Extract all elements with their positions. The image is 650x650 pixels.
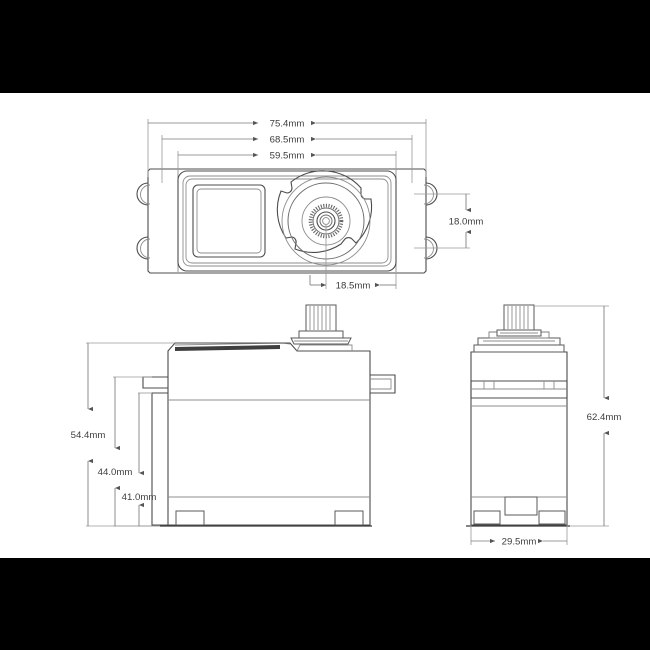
dim-62-4: 62.4mm	[534, 305, 622, 527]
dim-18-0: 18.0mm	[414, 193, 484, 249]
side-view-spline	[290, 304, 352, 345]
letterbox-bottom-bar	[0, 558, 650, 650]
dim-label-18-0: 18.0mm	[449, 217, 484, 228]
front-view-outline	[466, 331, 570, 527]
dim-label-29-5: 29.5mm	[502, 537, 537, 548]
dim-label-41-0: 41.0mm	[122, 492, 157, 503]
side-view: 54.4mm 44.0mm 41.0mm	[71, 304, 396, 527]
dim-label-59-5: 59.5mm	[270, 151, 305, 162]
drawing-sheet: 75.4mm 68.5mm 59.5mm	[0, 93, 650, 558]
dim-75-4: 75.4mm	[147, 119, 427, 177]
dim-29-5: 29.5mm	[470, 525, 568, 548]
letterbox-top-bar	[0, 0, 650, 93]
dim-59-5: 59.5mm	[177, 151, 397, 171]
top-view: 75.4mm 68.5mm 59.5mm	[136, 119, 484, 292]
dim-68-5: 68.5mm	[161, 135, 413, 183]
dim-44-0: 44.0mm	[98, 376, 160, 527]
dim-18-5: 18.5mm	[309, 225, 397, 292]
dim-label-18-5: 18.5mm	[336, 281, 371, 292]
spline-teeth	[507, 306, 529, 329]
top-view-outline	[136, 168, 438, 274]
side-view-outline	[142, 342, 396, 527]
dim-label-44-0: 44.0mm	[98, 467, 133, 478]
top-view-case-window	[192, 184, 266, 258]
spline-teeth	[309, 306, 331, 330]
dim-label-68-5: 68.5mm	[270, 135, 305, 146]
front-view: 62.4mm 29.5mm	[466, 304, 622, 548]
dim-41-0: 41.0mm	[122, 392, 160, 527]
dim-label-75-4: 75.4mm	[270, 119, 305, 130]
dim-label-54-4: 54.4mm	[71, 430, 106, 441]
dim-label-62-4: 62.4mm	[587, 412, 622, 423]
top-view-output-hub	[276, 170, 373, 266]
front-view-spline	[496, 304, 542, 337]
